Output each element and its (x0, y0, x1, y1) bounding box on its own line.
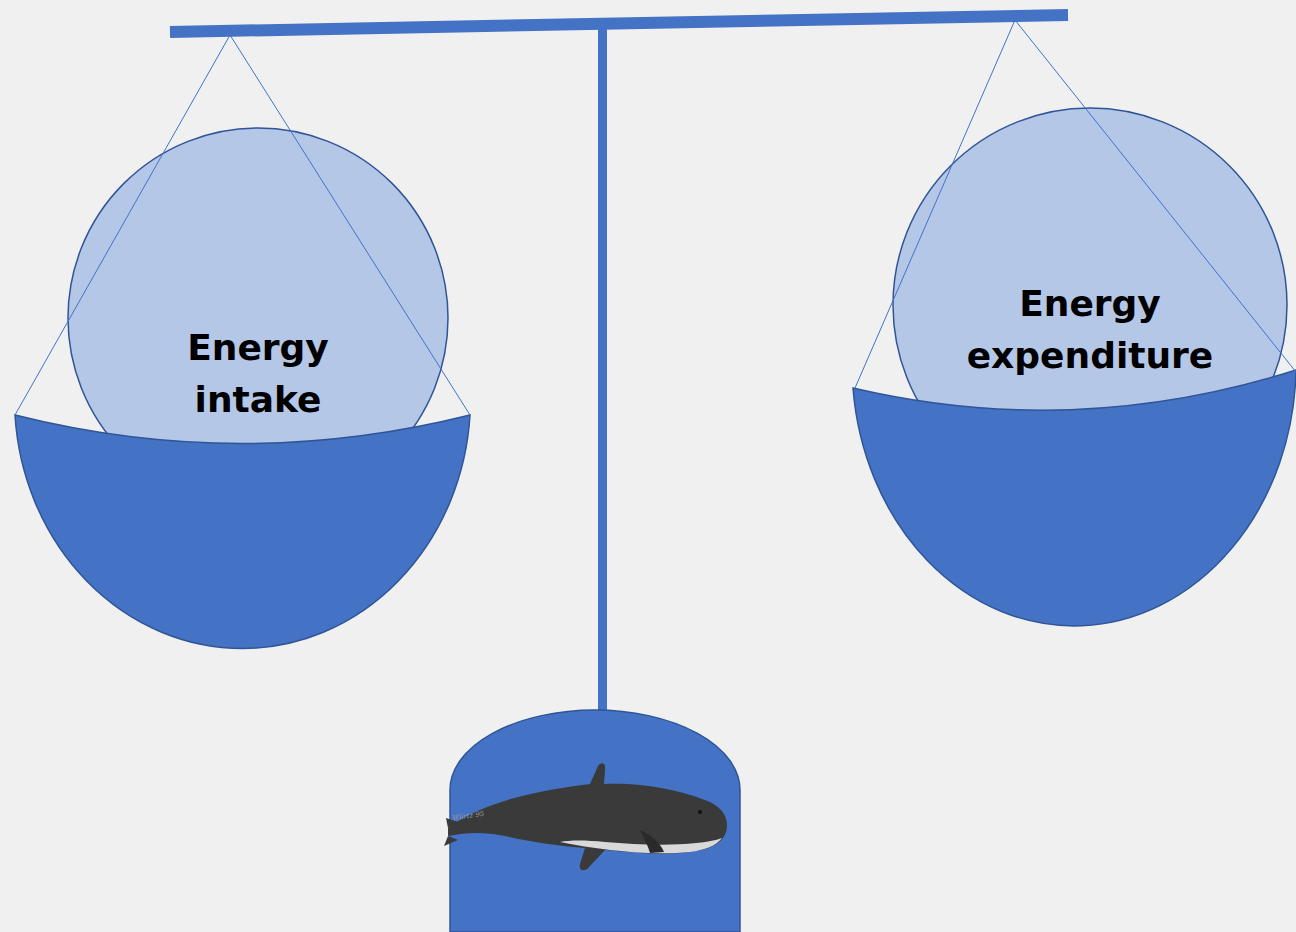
pan-circle: Energy expenditure (893, 108, 1287, 502)
scale-pan (15, 415, 470, 648)
pan-string (230, 35, 470, 415)
scale-pan (853, 370, 1296, 626)
pan-shape (68, 128, 448, 508)
porpoise-illustration (444, 763, 727, 870)
pan-string (15, 35, 230, 415)
pan-circle: Energy intake (68, 128, 448, 508)
pan-string (1015, 20, 1296, 372)
pan-string (855, 20, 1015, 388)
scale-post (598, 28, 607, 718)
pan-label: Energy intake (143, 322, 373, 426)
pan-label: Energy expenditure (930, 278, 1250, 382)
scale-beam (170, 15, 1068, 32)
